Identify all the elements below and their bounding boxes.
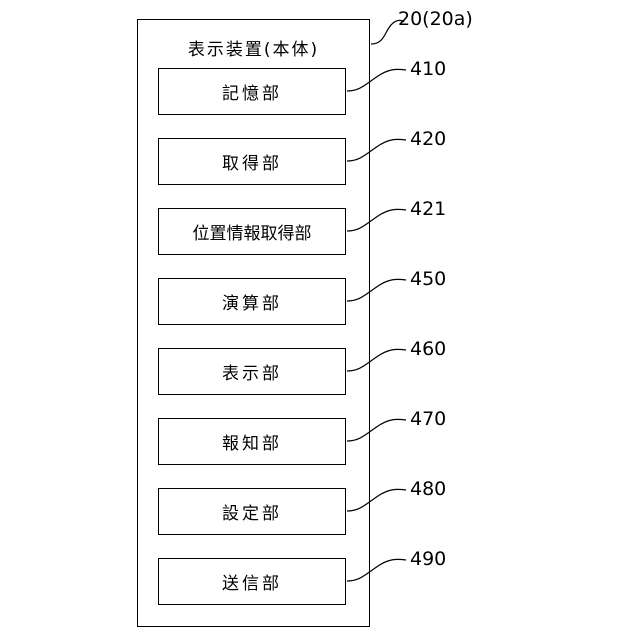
leader-line-490: [347, 559, 406, 581]
leader-line-450: [347, 279, 406, 301]
leader-line-420: [347, 139, 406, 161]
leader-line-device: [371, 20, 404, 44]
leader-line-460: [347, 349, 406, 371]
leader-line-410: [347, 69, 406, 91]
leader-line-421: [347, 209, 406, 231]
leader-line-470: [347, 419, 406, 441]
leader-line-480: [347, 489, 406, 511]
